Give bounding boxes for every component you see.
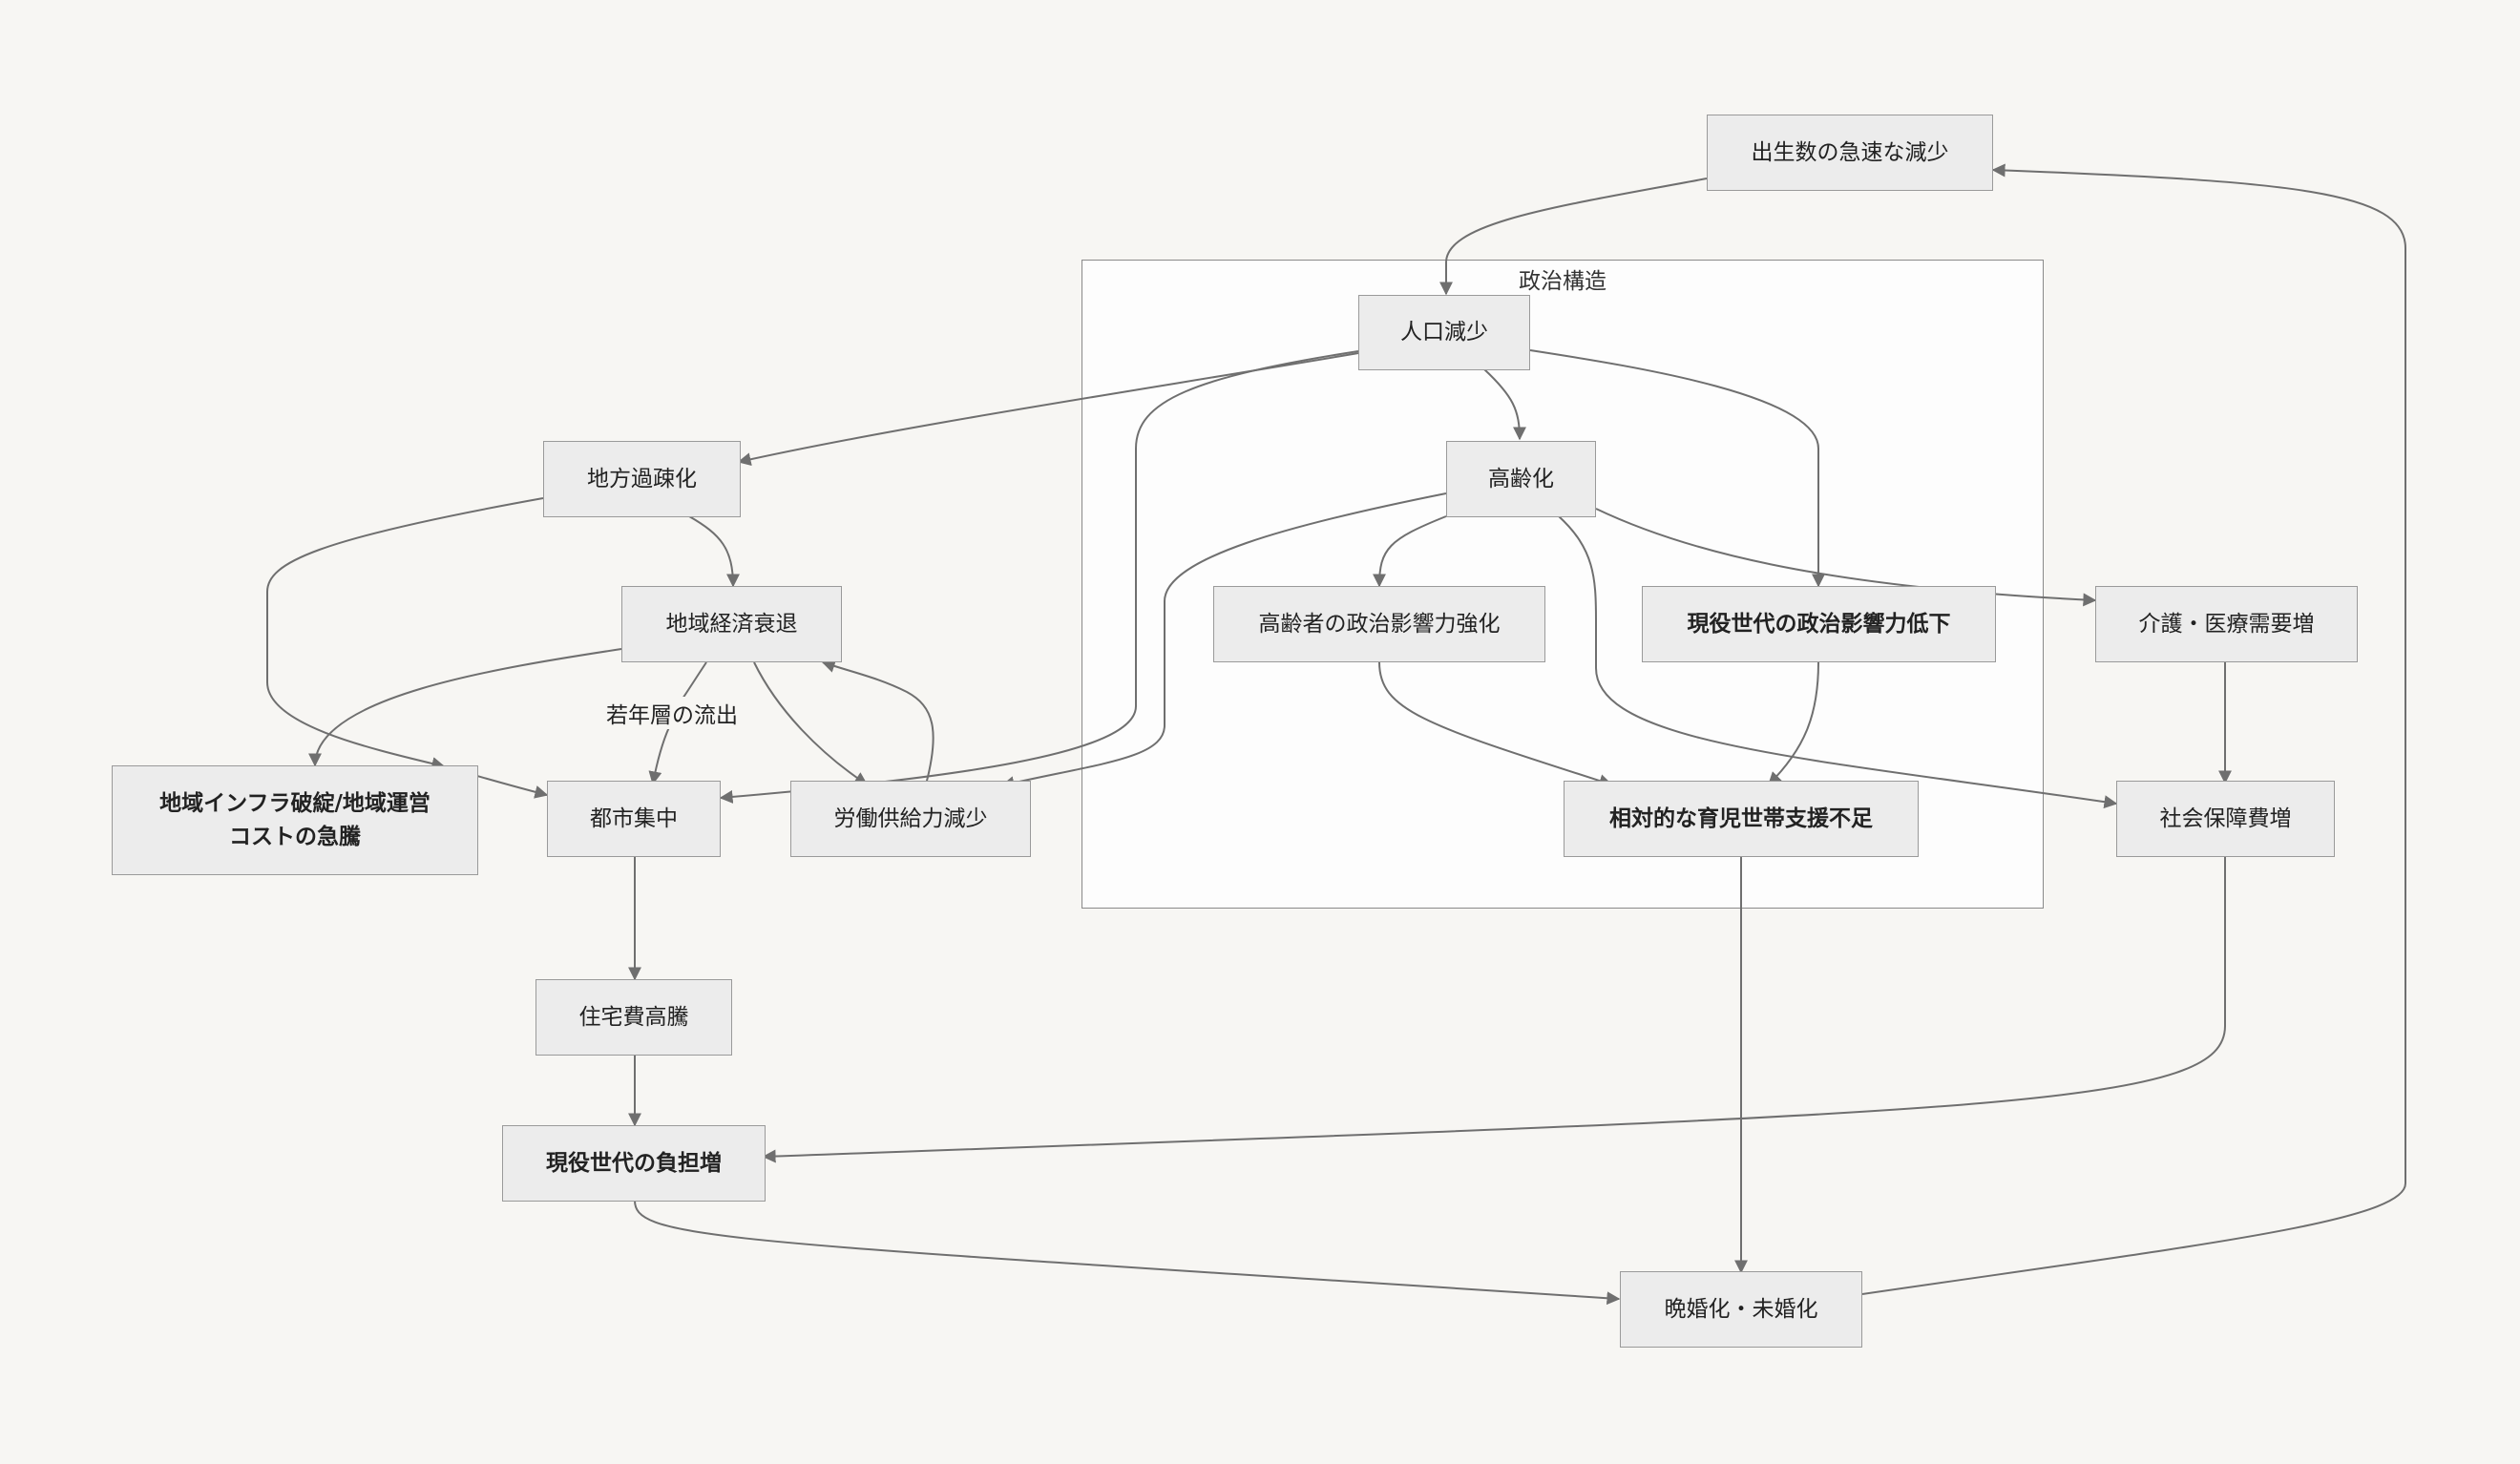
edge-aging-to-social-security: [1558, 515, 2118, 809]
node-birth-decline: 出生数の急速な減少: [1707, 115, 1993, 191]
edge-population-to-aging: [1483, 368, 1526, 441]
edge-label-youth-outflow: 若年層の流出: [602, 697, 742, 729]
node-aging: 高齢化: [1446, 441, 1596, 517]
edge-youth-to-urban: [648, 726, 670, 785]
node-population-decline: 人口減少: [1358, 295, 1530, 370]
edge-rural-to-economy: [688, 515, 740, 588]
node-elderly-political-influence: 高齢者の政治影響力強化: [1213, 586, 1545, 662]
node-regional-economy-decline: 地域経済衰退: [621, 586, 842, 662]
edge-population-to-rural: [737, 352, 1359, 467]
edge-economy-to-infrastructure: [308, 648, 622, 767]
node-working-generation-influence: 現役世代の政治影響力低下: [1642, 586, 1996, 662]
node-late-marriage: 晩婚化・未婚化: [1620, 1271, 1862, 1348]
edge-social-security-to-burden: [762, 857, 2226, 1163]
edge-population-to-urban: [719, 350, 1359, 804]
edge-elderly-to-childcare: [1378, 661, 1613, 787]
edge-late-marriage-to-birth: [1861, 163, 2406, 1295]
edge-economy-to-labor: [753, 661, 869, 785]
edge-working-to-childcare: [1768, 661, 1819, 785]
edge-aging-to-elderly-influence: [1373, 515, 1447, 588]
node-care-medical-demand: 介護・医療需要増: [2095, 586, 2358, 662]
node-housing-cost: 住宅費高騰: [536, 979, 732, 1056]
edge-burden-to-late-marriage: [634, 1200, 1621, 1306]
node-infrastructure-collapse: 地域インフラ破綻/地域運営 コストの急騰: [112, 765, 478, 875]
edge-labor-to-economy: [821, 659, 934, 785]
node-childcare-support-shortage: 相対的な育児世帯支援不足: [1564, 781, 1919, 857]
edge-aging-to-labor: [1000, 492, 1447, 789]
node-working-generation-burden: 現役世代の負担増: [502, 1125, 766, 1202]
edge-birth-to-population: [1439, 178, 1708, 296]
node-social-security-cost: 社会保障費増: [2116, 781, 2335, 857]
edge-population-to-working-influence: [1529, 349, 1825, 588]
group-label: 政治構造: [1519, 269, 1606, 294]
edge-rural-to-infrastructure: [266, 497, 544, 770]
node-urban-concentration: 都市集中: [547, 781, 721, 857]
node-rural-depopulation: 地方過疎化: [543, 441, 741, 517]
node-labor-supply-decline: 労働供給力減少: [790, 781, 1031, 857]
